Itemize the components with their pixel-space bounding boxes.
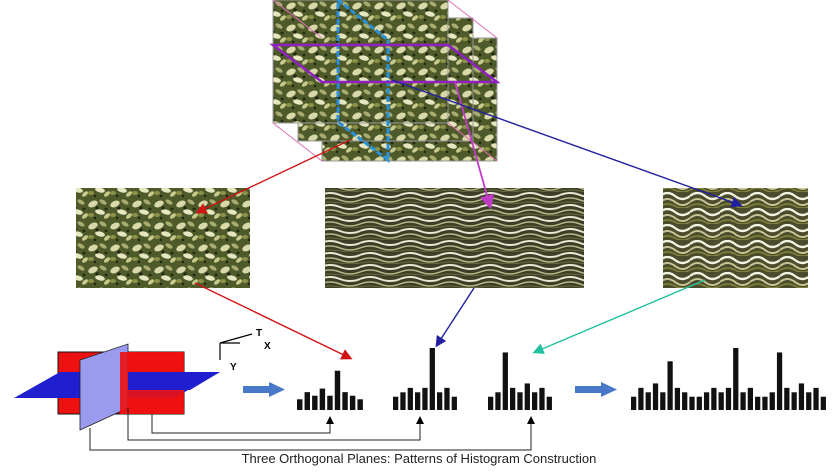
histogram-xy-bar — [335, 371, 340, 410]
histogram-xy-bar — [320, 389, 325, 410]
histogram-yt-bar — [488, 397, 493, 410]
histogram-xt-bar — [400, 392, 405, 410]
arrow-xt-to-histogram — [437, 288, 474, 345]
histogram-xt-bar — [444, 388, 449, 410]
xt-plane-blue-front — [128, 372, 220, 390]
histogram-concatenated-bar — [799, 383, 804, 410]
histogram-concatenated-bar — [762, 397, 767, 410]
histogram-concatenated-bar — [697, 397, 702, 410]
histogram-yt — [488, 352, 552, 410]
histogram-xy-bar — [350, 396, 355, 410]
flow-arrow-to-histograms — [243, 382, 285, 397]
axis-indicator: T X Y — [220, 328, 271, 373]
histogram-xt-bar — [415, 392, 420, 410]
histogram-xt-bar — [422, 388, 427, 410]
xt-plane-image — [325, 188, 584, 288]
histogram-yt-bar — [517, 392, 522, 410]
histogram-concatenated-bar — [719, 392, 724, 410]
histogram-concatenated — [631, 348, 826, 410]
histogram-xt-bar — [452, 397, 457, 410]
histogram-concatenated-bar — [638, 388, 643, 410]
axis-t-label: T — [256, 328, 262, 339]
histogram-yt-bar — [510, 388, 515, 410]
orthogonal-planes-icon — [14, 344, 220, 430]
histogram-concatenated-bar — [675, 388, 680, 410]
histogram-concatenated-bar — [821, 397, 826, 410]
histogram-concatenated-bar — [711, 388, 716, 410]
histogram-concatenated-bar — [748, 388, 753, 410]
histogram-yt-bar — [532, 392, 537, 410]
histogram-concatenated-bar — [792, 392, 797, 410]
histogram-yt-bar — [547, 397, 552, 410]
histogram-concatenated-bar — [704, 392, 709, 410]
figure-caption: Three Orthogonal Planes: Patterns of His… — [0, 451, 838, 466]
histogram-concatenated-bar — [653, 383, 658, 410]
histogram-concatenated-bar — [660, 392, 665, 410]
histogram-xy-bar — [297, 399, 302, 410]
histogram-xy-bar — [305, 392, 310, 410]
axis-x-label: X — [264, 341, 271, 352]
arrow-xy-to-histogram — [195, 283, 350, 358]
histogram-concatenated-bar — [689, 397, 694, 410]
histogram-concatenated-bar — [784, 388, 789, 410]
histogram-xt-bar — [393, 397, 398, 410]
histogram-concatenated-bar — [813, 388, 818, 410]
connector-yt — [90, 418, 531, 450]
histogram-concatenated-bar — [770, 392, 775, 410]
flow-arrow-to-concatenation — [575, 382, 617, 397]
histogram-concatenated-bar — [733, 348, 738, 410]
axis-y-label: Y — [230, 362, 237, 373]
video-volume — [273, 0, 497, 161]
histogram-xt — [393, 348, 457, 410]
histogram-xt-bar — [430, 348, 435, 410]
histogram-yt-bar — [503, 352, 508, 410]
histogram-concatenated-bar — [806, 392, 811, 410]
histogram-concatenated-bar — [631, 397, 636, 410]
histogram-concatenated-bar — [755, 397, 760, 410]
histogram-xy — [297, 371, 363, 410]
histogram-xy-bar — [357, 399, 362, 410]
histogram-xt-bar — [437, 392, 442, 410]
histogram-xy-bar — [312, 396, 317, 410]
histogram-yt-bar — [525, 383, 530, 410]
histogram-xy-bar — [342, 392, 347, 410]
histogram-concatenated-bar — [682, 392, 687, 410]
histogram-xy-bar — [327, 396, 332, 410]
histogram-xt-bar — [408, 388, 413, 410]
histogram-yt-bar — [539, 388, 544, 410]
histogram-concatenated-bar — [726, 388, 731, 410]
arrow-yt-to-histogram — [535, 280, 705, 352]
connector-xy — [152, 414, 330, 433]
histogram-concatenated-bar — [667, 361, 672, 410]
histogram-concatenated-bar — [646, 392, 651, 410]
histogram-yt-bar — [495, 392, 500, 410]
xy-plane-image — [76, 188, 250, 288]
histogram-concatenated-bar — [777, 352, 782, 410]
histogram-concatenated-bar — [740, 392, 745, 410]
